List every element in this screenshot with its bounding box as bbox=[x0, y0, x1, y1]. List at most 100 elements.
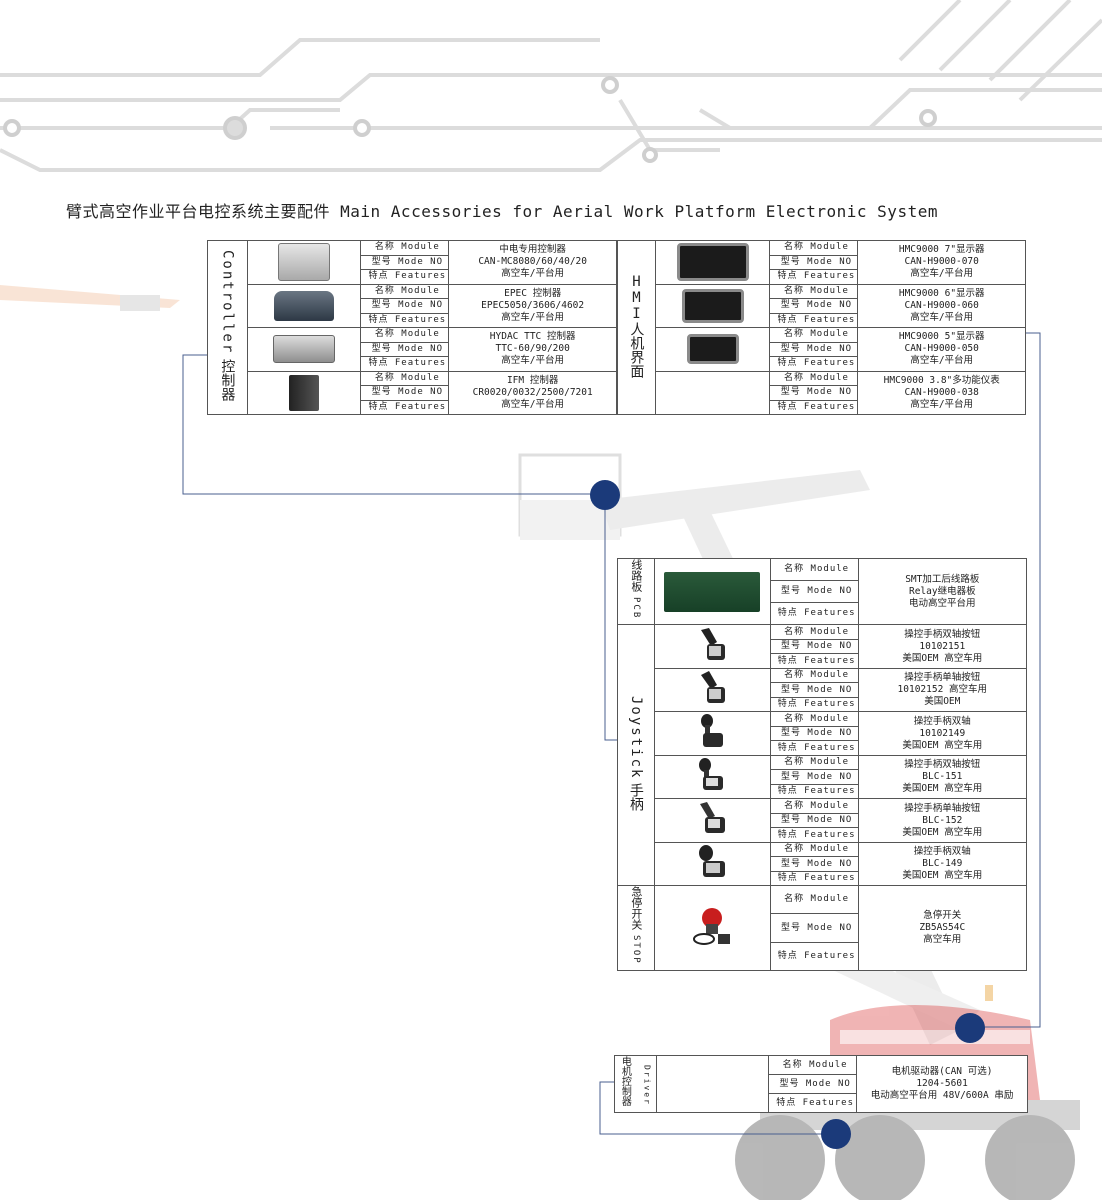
product-name: 操控手柄双轴按钮 bbox=[904, 628, 981, 640]
product-name: 中电专用控制器 bbox=[499, 244, 566, 256]
controller-table: Controller 控制器 名称 Module 中电专用控制器 CAN-MC8… bbox=[207, 240, 617, 415]
driver-table: 电机控制器 Driver 名称 Module 电机驱动器(CAN 可选) 120… bbox=[614, 1055, 1028, 1113]
joystick-icon bbox=[701, 713, 724, 747]
model-label: 型号 Mode NO bbox=[769, 812, 859, 829]
module-label: 名称 Module bbox=[769, 283, 859, 299]
model-label: 型号 Mode NO bbox=[769, 580, 859, 604]
product-features: 电动高空平台用 bbox=[909, 597, 976, 609]
circuit-nodes bbox=[3, 76, 937, 163]
product-model: 1204-5601 bbox=[916, 1078, 968, 1089]
product-model: CAN-H9000-050 bbox=[904, 343, 979, 355]
product-info: 操控手柄双轴 10102149 美国OEM 高空车用 bbox=[857, 711, 1028, 756]
model-label: 型号 Mode NO bbox=[769, 856, 859, 872]
product-model: TTC-60/90/200 bbox=[495, 343, 570, 355]
controller-box-icon bbox=[273, 335, 336, 364]
product-image bbox=[246, 283, 362, 328]
category-label-en: STOP bbox=[630, 935, 641, 965]
product-features: 高空车/平台用 bbox=[910, 311, 974, 323]
product-model: CAN-H9000-070 bbox=[904, 256, 979, 268]
features-label: 特点 Features bbox=[360, 269, 450, 285]
controller-box-icon bbox=[278, 243, 331, 282]
category-label-en: Controller bbox=[219, 250, 236, 355]
module-label: 名称 Module bbox=[769, 327, 859, 343]
module-label: 名称 Module bbox=[769, 370, 859, 386]
product-model: CR0020/0032/2500/7201 bbox=[472, 386, 593, 398]
circuit-traces bbox=[0, 0, 1102, 172]
hmi-table: HMI人机界面 名称 Module HMC9000 7"显示器 CAN-H900… bbox=[617, 240, 1026, 415]
product-name: 操控手柄双轴按钮 bbox=[904, 759, 981, 771]
category-label-en: Joystick bbox=[627, 695, 644, 779]
product-features: 高空车用 bbox=[923, 934, 962, 946]
model-label: 型号 Mode NO bbox=[360, 254, 450, 270]
module-label: 名称 Module bbox=[360, 370, 450, 386]
features-label: 特点 Features bbox=[769, 941, 859, 971]
page-title: 臂式高空作业平台电控系统主要配件 Main Accessories for Ae… bbox=[66, 202, 938, 221]
category-label-cn: 急停开关 bbox=[629, 886, 643, 931]
features-label: 特点 Features bbox=[769, 653, 859, 669]
module-label: 名称 Module bbox=[769, 667, 859, 684]
product-image bbox=[653, 557, 771, 626]
joystick-category: Joystick 手柄 bbox=[617, 624, 655, 887]
category-label: HMI人机界面 bbox=[628, 273, 645, 378]
product-model: 10102149 bbox=[919, 727, 966, 739]
module-label: 名称 Module bbox=[360, 283, 450, 299]
features-label: 特点 Features bbox=[769, 740, 859, 756]
hmi-category: HMI人机界面 bbox=[617, 240, 656, 415]
product-features: 高空车/平台用 bbox=[501, 268, 565, 280]
features-label: 特点 Features bbox=[768, 1093, 858, 1113]
product-features: 美国OEM bbox=[924, 696, 961, 708]
product-model: BLC-152 bbox=[922, 814, 963, 826]
product-info: 操控手柄双轴按钮 10102151 美国OEM 高空车用 bbox=[857, 624, 1028, 669]
product-model: CAN-H9000-038 bbox=[904, 386, 979, 398]
module-label: 名称 Module bbox=[769, 240, 859, 256]
module-label: 名称 Module bbox=[769, 885, 859, 915]
product-name: EPEC 控制器 bbox=[504, 287, 562, 299]
category-label-cn: 手柄 bbox=[627, 782, 644, 811]
joystick-icon bbox=[701, 671, 726, 704]
module-label: 名称 Module bbox=[769, 754, 859, 771]
module-label: 名称 Module bbox=[769, 557, 859, 582]
product-name: HYDAC TTC 控制器 bbox=[489, 331, 576, 343]
product-model: BLC-151 bbox=[922, 771, 963, 783]
model-label: 型号 Mode NO bbox=[769, 638, 859, 655]
features-label: 特点 Features bbox=[360, 356, 450, 372]
product-features: 电动高空平台用 48V/600A 串励 bbox=[870, 1090, 1014, 1101]
product-image bbox=[653, 624, 771, 669]
product-name: HMC9000 7"显示器 bbox=[898, 244, 985, 256]
product-info: HYDAC TTC 控制器 TTC-60/90/200 高空车/平台用 bbox=[448, 327, 617, 372]
product-info: SMT加工后线路板 Relay继电器板 电动高空平台用 bbox=[857, 557, 1028, 626]
model-label: 型号 Mode NO bbox=[769, 725, 859, 742]
features-label: 特点 Features bbox=[769, 356, 859, 372]
product-model: Relay继电器板 bbox=[908, 585, 976, 597]
model-label: 型号 Mode NO bbox=[360, 385, 450, 401]
product-image bbox=[246, 327, 362, 372]
module-label: 名称 Module bbox=[768, 1055, 858, 1075]
features-label: 特点 Features bbox=[769, 399, 859, 415]
model-label: 型号 Mode NO bbox=[769, 769, 859, 785]
product-info: HMC9000 7"显示器 CAN-H9000-070 高空车/平台用 bbox=[857, 240, 1026, 285]
features-label: 特点 Features bbox=[360, 312, 450, 328]
model-label: 型号 Mode NO bbox=[360, 341, 450, 357]
product-model: 10102152 高空车用 bbox=[897, 684, 988, 696]
display-screen-icon bbox=[676, 243, 749, 282]
product-image bbox=[653, 754, 771, 800]
model-label: 型号 Mode NO bbox=[360, 298, 450, 314]
joystick-icon bbox=[701, 627, 726, 660]
product-image bbox=[654, 370, 771, 415]
product-image bbox=[246, 240, 362, 285]
pcb-category: 线路板 PCB bbox=[617, 557, 655, 626]
product-image bbox=[655, 1055, 770, 1113]
product-features: 高空车/平台用 bbox=[910, 398, 974, 410]
joystick-icon bbox=[699, 845, 726, 878]
module-label: 名称 Module bbox=[769, 841, 859, 858]
features-label: 特点 Features bbox=[769, 312, 859, 328]
controller-box-icon bbox=[289, 374, 320, 411]
product-info: 电机驱动器(CAN 可选) 1204-5601 电动高空平台用 48V/600A… bbox=[856, 1055, 1028, 1113]
connector-dot bbox=[955, 1013, 985, 1043]
category-label-en: Driver bbox=[642, 1065, 652, 1106]
category-label-cn: 电机控制器 bbox=[619, 1056, 631, 1106]
product-image bbox=[653, 841, 771, 887]
product-features: 高空车/平台用 bbox=[910, 355, 974, 367]
product-model: 10102151 bbox=[919, 640, 966, 652]
product-model: CAN-MC8080/60/40/20 bbox=[478, 256, 587, 268]
